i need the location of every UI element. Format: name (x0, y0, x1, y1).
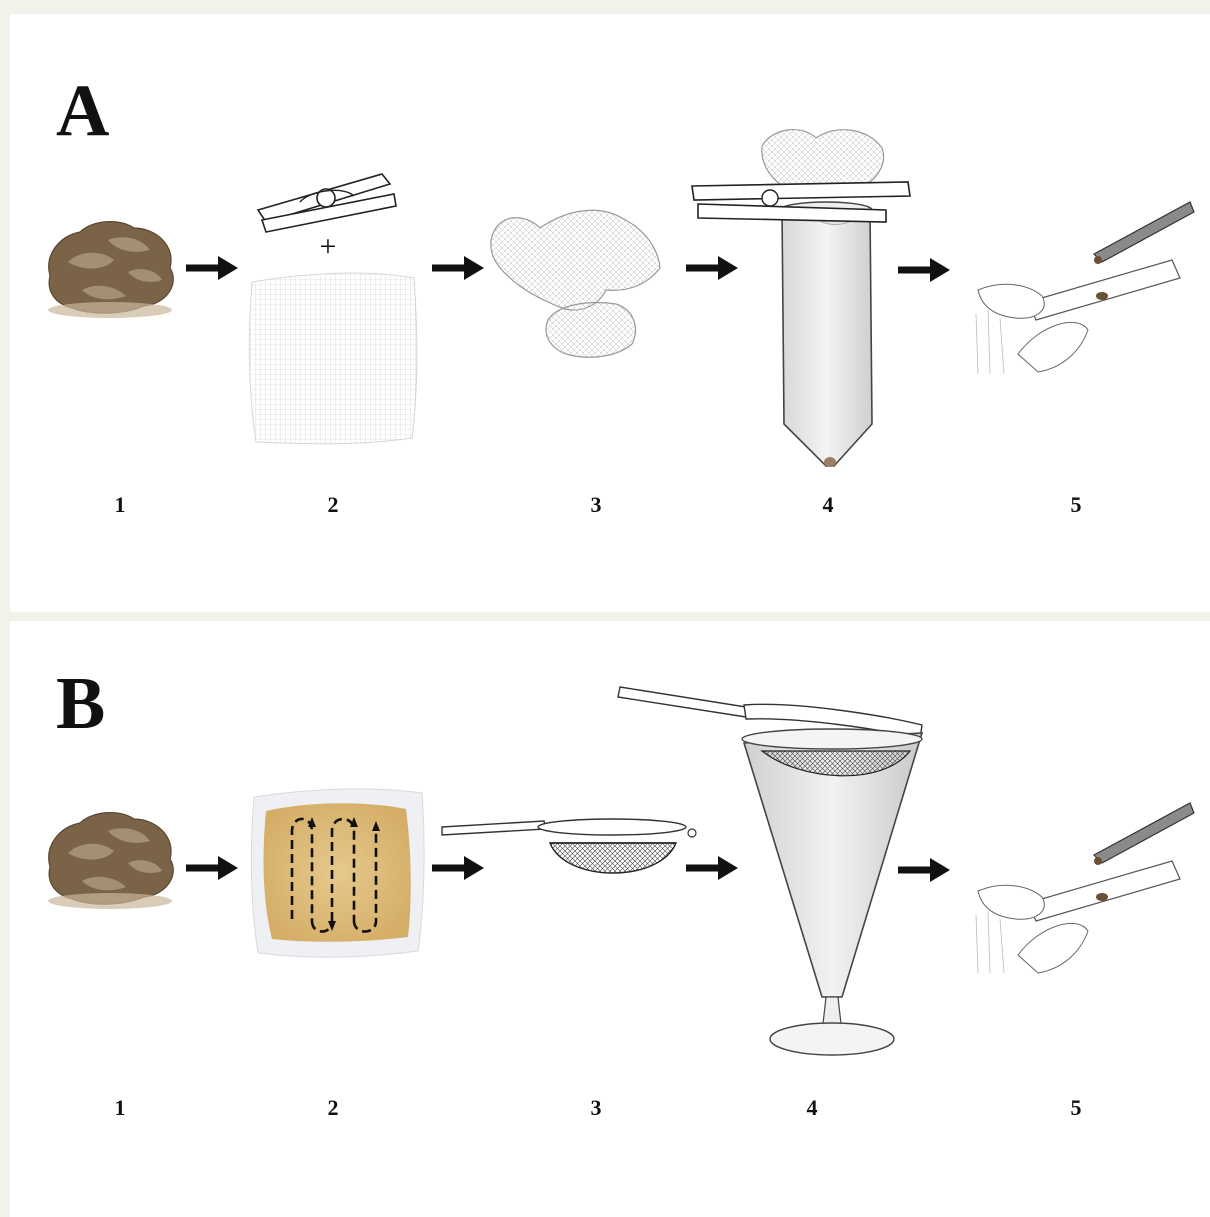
pipette-slide-icon (976, 202, 1194, 374)
step-number: 4 (807, 1095, 818, 1121)
panel-b: B (10, 621, 1210, 1217)
arrow-icon (432, 856, 484, 880)
pipette-slide-icon (976, 803, 1194, 973)
panel-b-illustration (10, 621, 1210, 1217)
panel-a-illustration: + (10, 14, 1210, 612)
gauze-folding-pattern-icon (251, 789, 424, 957)
tea-strainer-icon (442, 819, 696, 873)
wrapped-sample-icon (491, 210, 660, 357)
arrow-icon (686, 856, 738, 880)
clothes-peg-and-gauze-icon: + (249, 174, 416, 444)
arrow-icon (432, 256, 484, 280)
step-number: 5 (1071, 1095, 1082, 1121)
lichen-sample-icon (48, 813, 173, 909)
lichen-sample-icon (48, 222, 173, 318)
plus-sign: + (320, 230, 337, 263)
step-number: 2 (328, 1095, 339, 1121)
step-number: 2 (328, 492, 339, 518)
centrifuge-tube-icon (692, 130, 910, 467)
step-number: 3 (591, 492, 602, 518)
step-number: 1 (115, 1095, 126, 1121)
conical-glass-icon (618, 687, 922, 1055)
step-number: 4 (823, 492, 834, 518)
arrow-icon (686, 256, 738, 280)
step-number: 1 (115, 492, 126, 518)
arrow-icon (898, 858, 950, 882)
clothes-peg-icon (258, 174, 396, 232)
arrow-icon (186, 256, 238, 280)
arrow-icon (898, 258, 950, 282)
gauze-square-icon (249, 273, 416, 444)
panel-a: A (10, 14, 1210, 612)
step-number: 3 (591, 1095, 602, 1121)
step-number: 5 (1071, 492, 1082, 518)
arrow-icon (186, 856, 238, 880)
